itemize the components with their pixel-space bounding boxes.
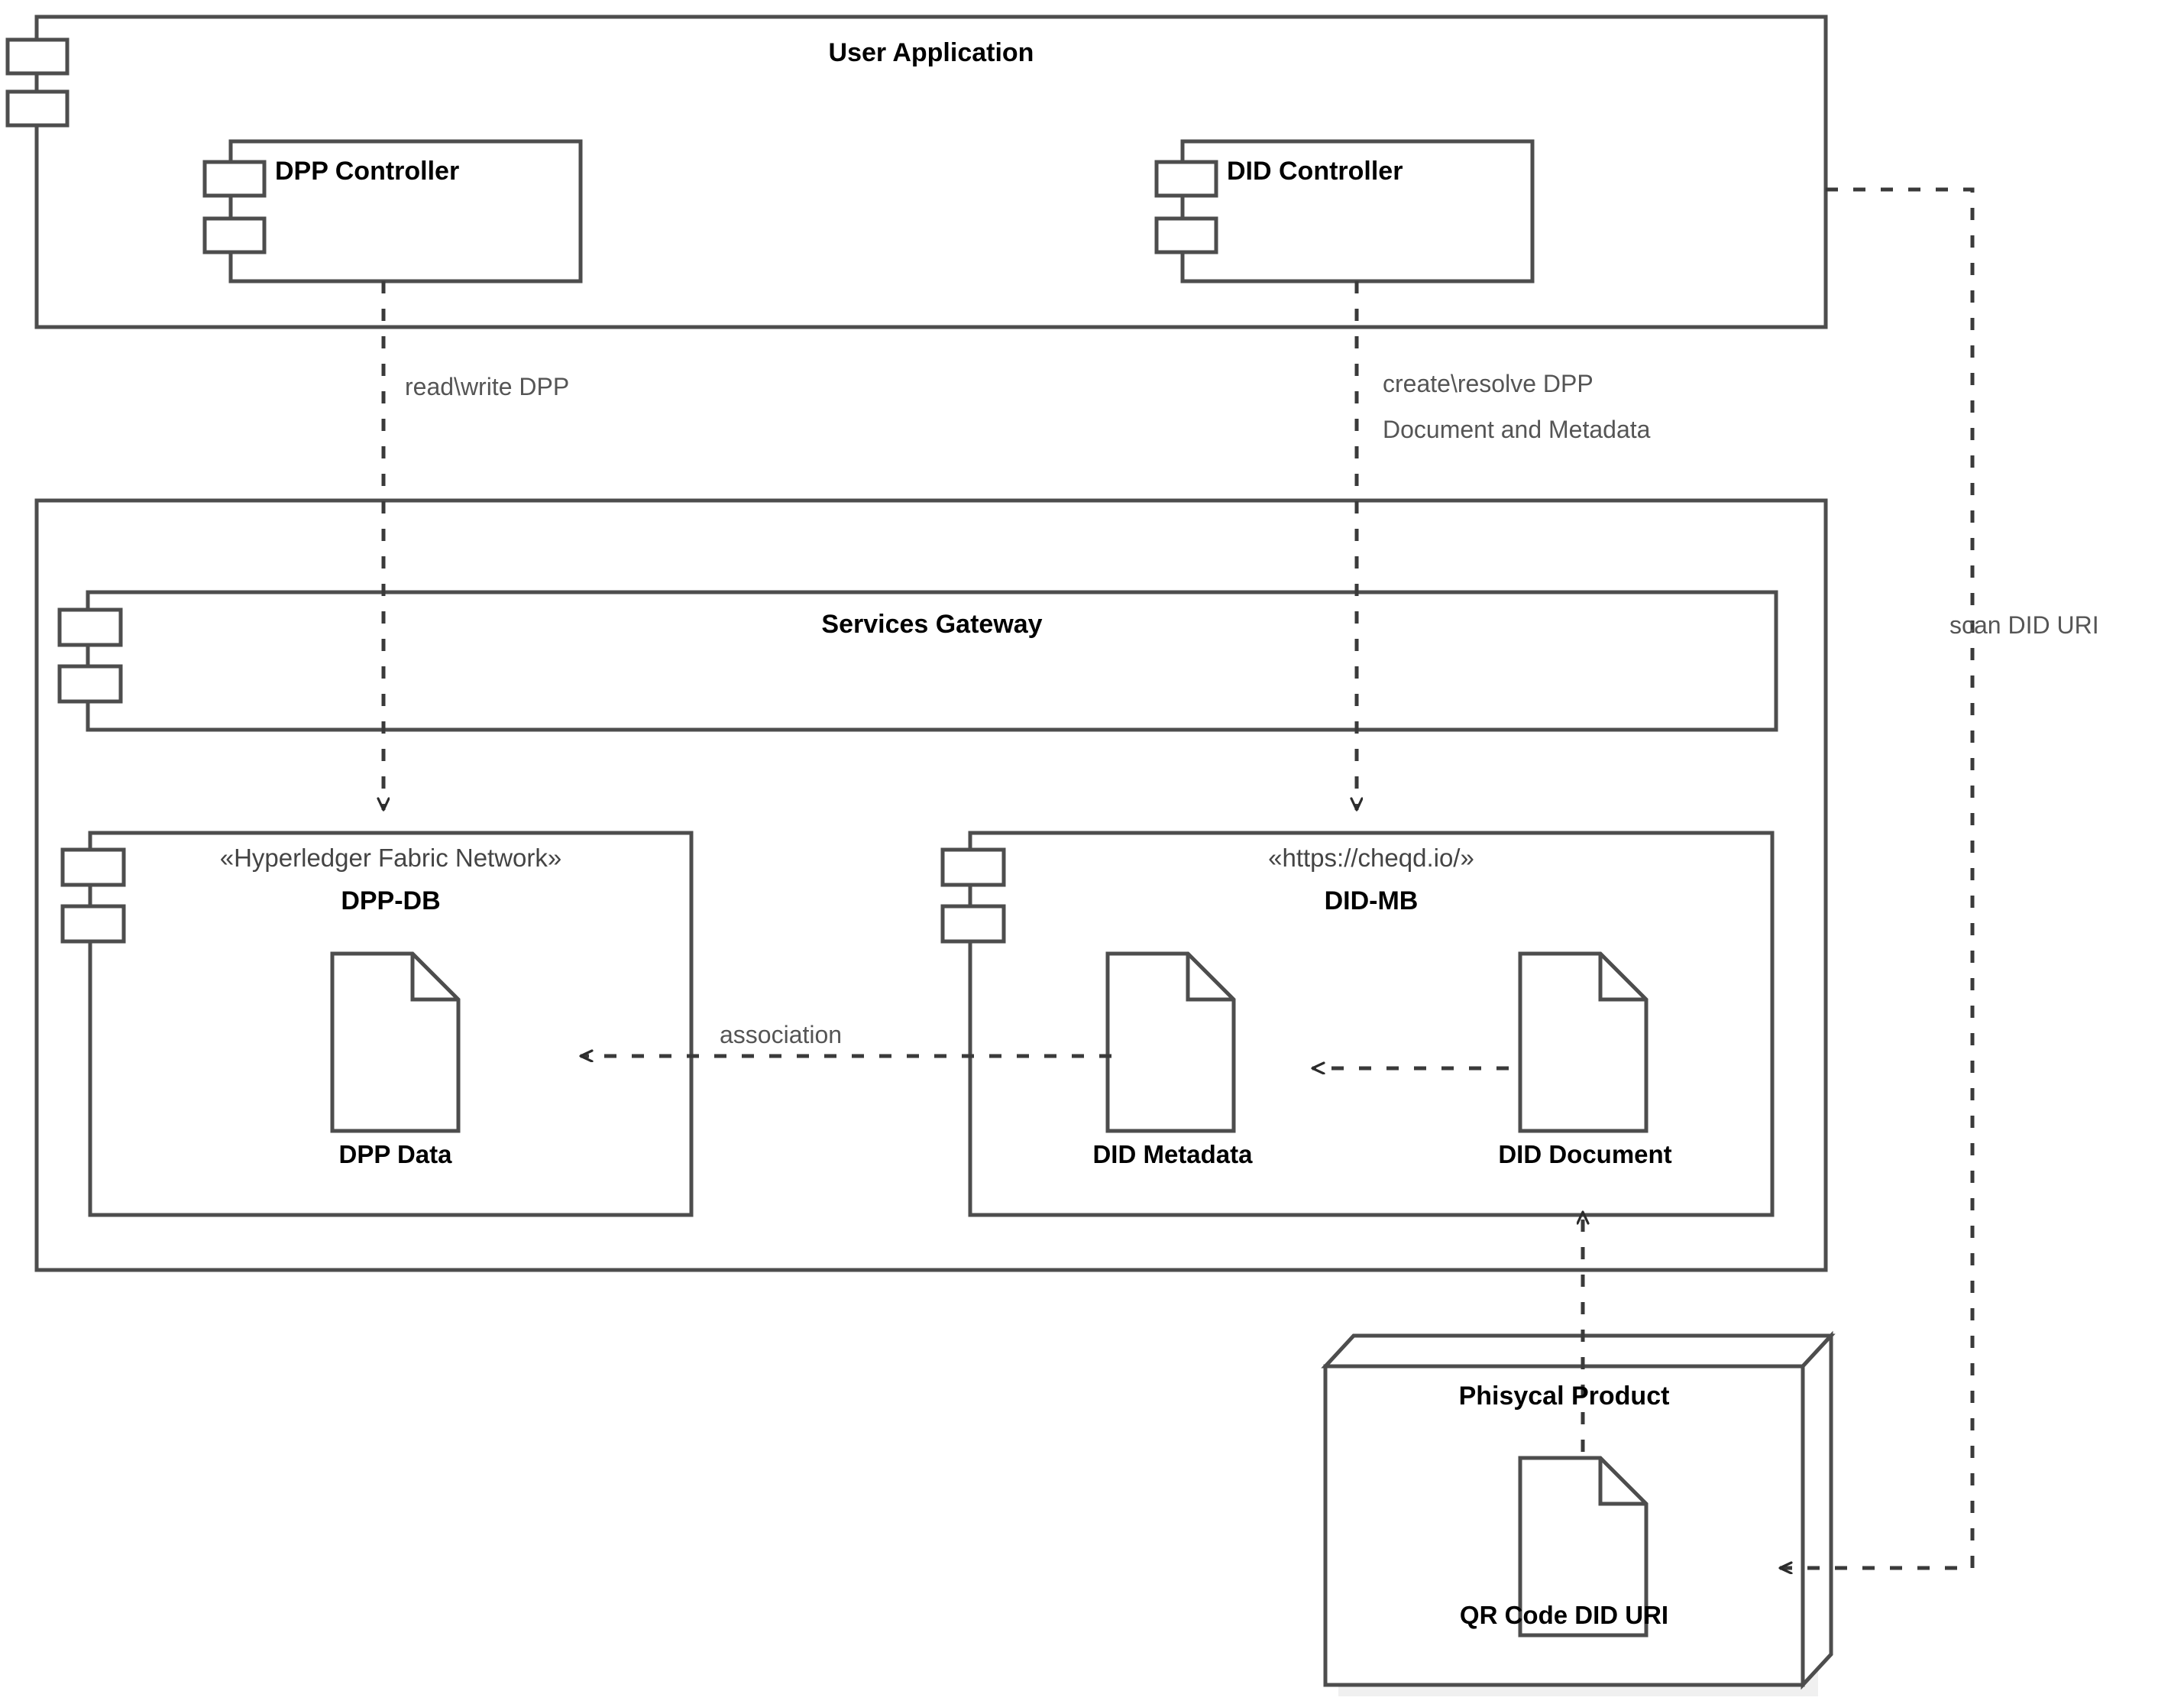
component-label-services-gateway: Services Gateway: [821, 610, 1043, 639]
edge-label-association: association: [720, 1021, 843, 1048]
edge-label-scan-did-uri: scan DID URI: [1949, 611, 2099, 639]
artifact-label-qr-code-did-uri: QR Code DID URI: [1459, 1601, 1669, 1629]
component-dpp-controller[interactable]: [202, 139, 583, 283]
node-title-did-mb: DID-MB: [1324, 886, 1419, 915]
artifact-label-dpp-data: DPP Data: [338, 1140, 452, 1168]
component-port-icon: [940, 847, 1006, 944]
component-port-icon: [5, 37, 70, 128]
edge-label-create-resolve-line1: create\resolve DPP: [1383, 370, 1594, 397]
edge-label-create-resolve-line2: Document and Metadata: [1383, 416, 1651, 443]
component-services-gateway[interactable]: [57, 590, 1778, 732]
component-label-dpp-controller: DPP Controller: [275, 157, 460, 186]
component-port-icon: [60, 847, 126, 944]
node-dpp-db[interactable]: [60, 831, 694, 1217]
edge-scan-did-uri: [1780, 187, 1975, 1568]
artifact-did-metadata-icon: [1105, 951, 1236, 1133]
artifact-label-did-metadata: DID Metadata: [1092, 1140, 1253, 1168]
node-stereotype-did-mb: «https://cheqd.io/»: [1268, 844, 1474, 872]
node-title-phisycal-product: Phisycal Product: [1458, 1382, 1670, 1411]
artifact-did-document-icon: [1518, 951, 1649, 1133]
node-title-user-application: User Application: [828, 38, 1034, 67]
component-port-icon: [57, 607, 123, 704]
component-port-icon: [1154, 160, 1218, 254]
component-label-did-controller-real: DID Controller: [1227, 157, 1403, 186]
node-stereotype-dpp-db: «Hyperledger Fabric Network»: [219, 844, 562, 872]
edge-label-readwrite-dpp: read\write DPP: [405, 373, 570, 400]
node-title-dpp-db: DPP-DB: [341, 886, 441, 915]
artifact-dpp-data-icon: [330, 951, 461, 1133]
artifact-qr-code-icon: [1518, 1456, 1649, 1638]
node-did-mb[interactable]: [940, 831, 1775, 1217]
node-phisycal-product[interactable]: [1321, 1330, 1836, 1690]
component-port-icon: [202, 160, 267, 254]
artifact-label-did-document: DID Document: [1498, 1140, 1672, 1168]
